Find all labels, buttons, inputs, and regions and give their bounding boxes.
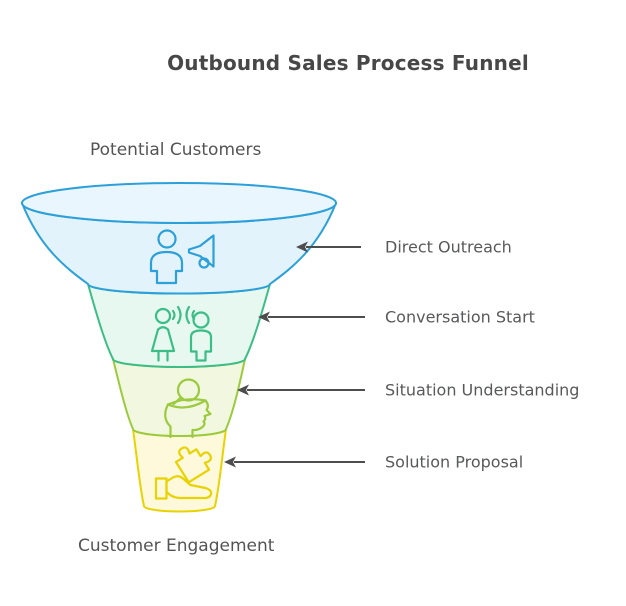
two-people-conversation-icon (150, 305, 213, 362)
arrow-situation-understanding (237, 384, 365, 396)
funnel-segment-solution-proposal (132, 428, 227, 513)
funnel-segment-situation-understanding (112, 358, 246, 437)
arrow-solution-proposal (224, 456, 365, 468)
person-megaphone-icon (149, 229, 215, 285)
arrow-direct-outreach (296, 241, 361, 253)
page-title: Outbound Sales Process Funnel (167, 51, 529, 75)
funnel-bottom-label: Customer Engagement (78, 536, 275, 556)
funnel-segment-conversation-start (87, 283, 271, 368)
magnifier-head-icon (164, 378, 212, 439)
stage-label-conversation-start: Conversation Start (385, 307, 535, 327)
funnel-top-rim (21, 182, 337, 224)
stage-label-direct-outreach: Direct Outreach (385, 237, 512, 257)
funnel-segments (21, 182, 337, 513)
funnel-top-label: Potential Customers (90, 140, 262, 160)
hand-puzzle-icon (154, 446, 213, 500)
arrow-conversation-start (258, 311, 365, 323)
stage-label-solution-proposal: Solution Proposal (385, 452, 524, 472)
stage-label-situation-understanding: Situation Understanding (385, 380, 580, 400)
stage-icons (149, 229, 215, 500)
stage-arrows (224, 241, 365, 468)
